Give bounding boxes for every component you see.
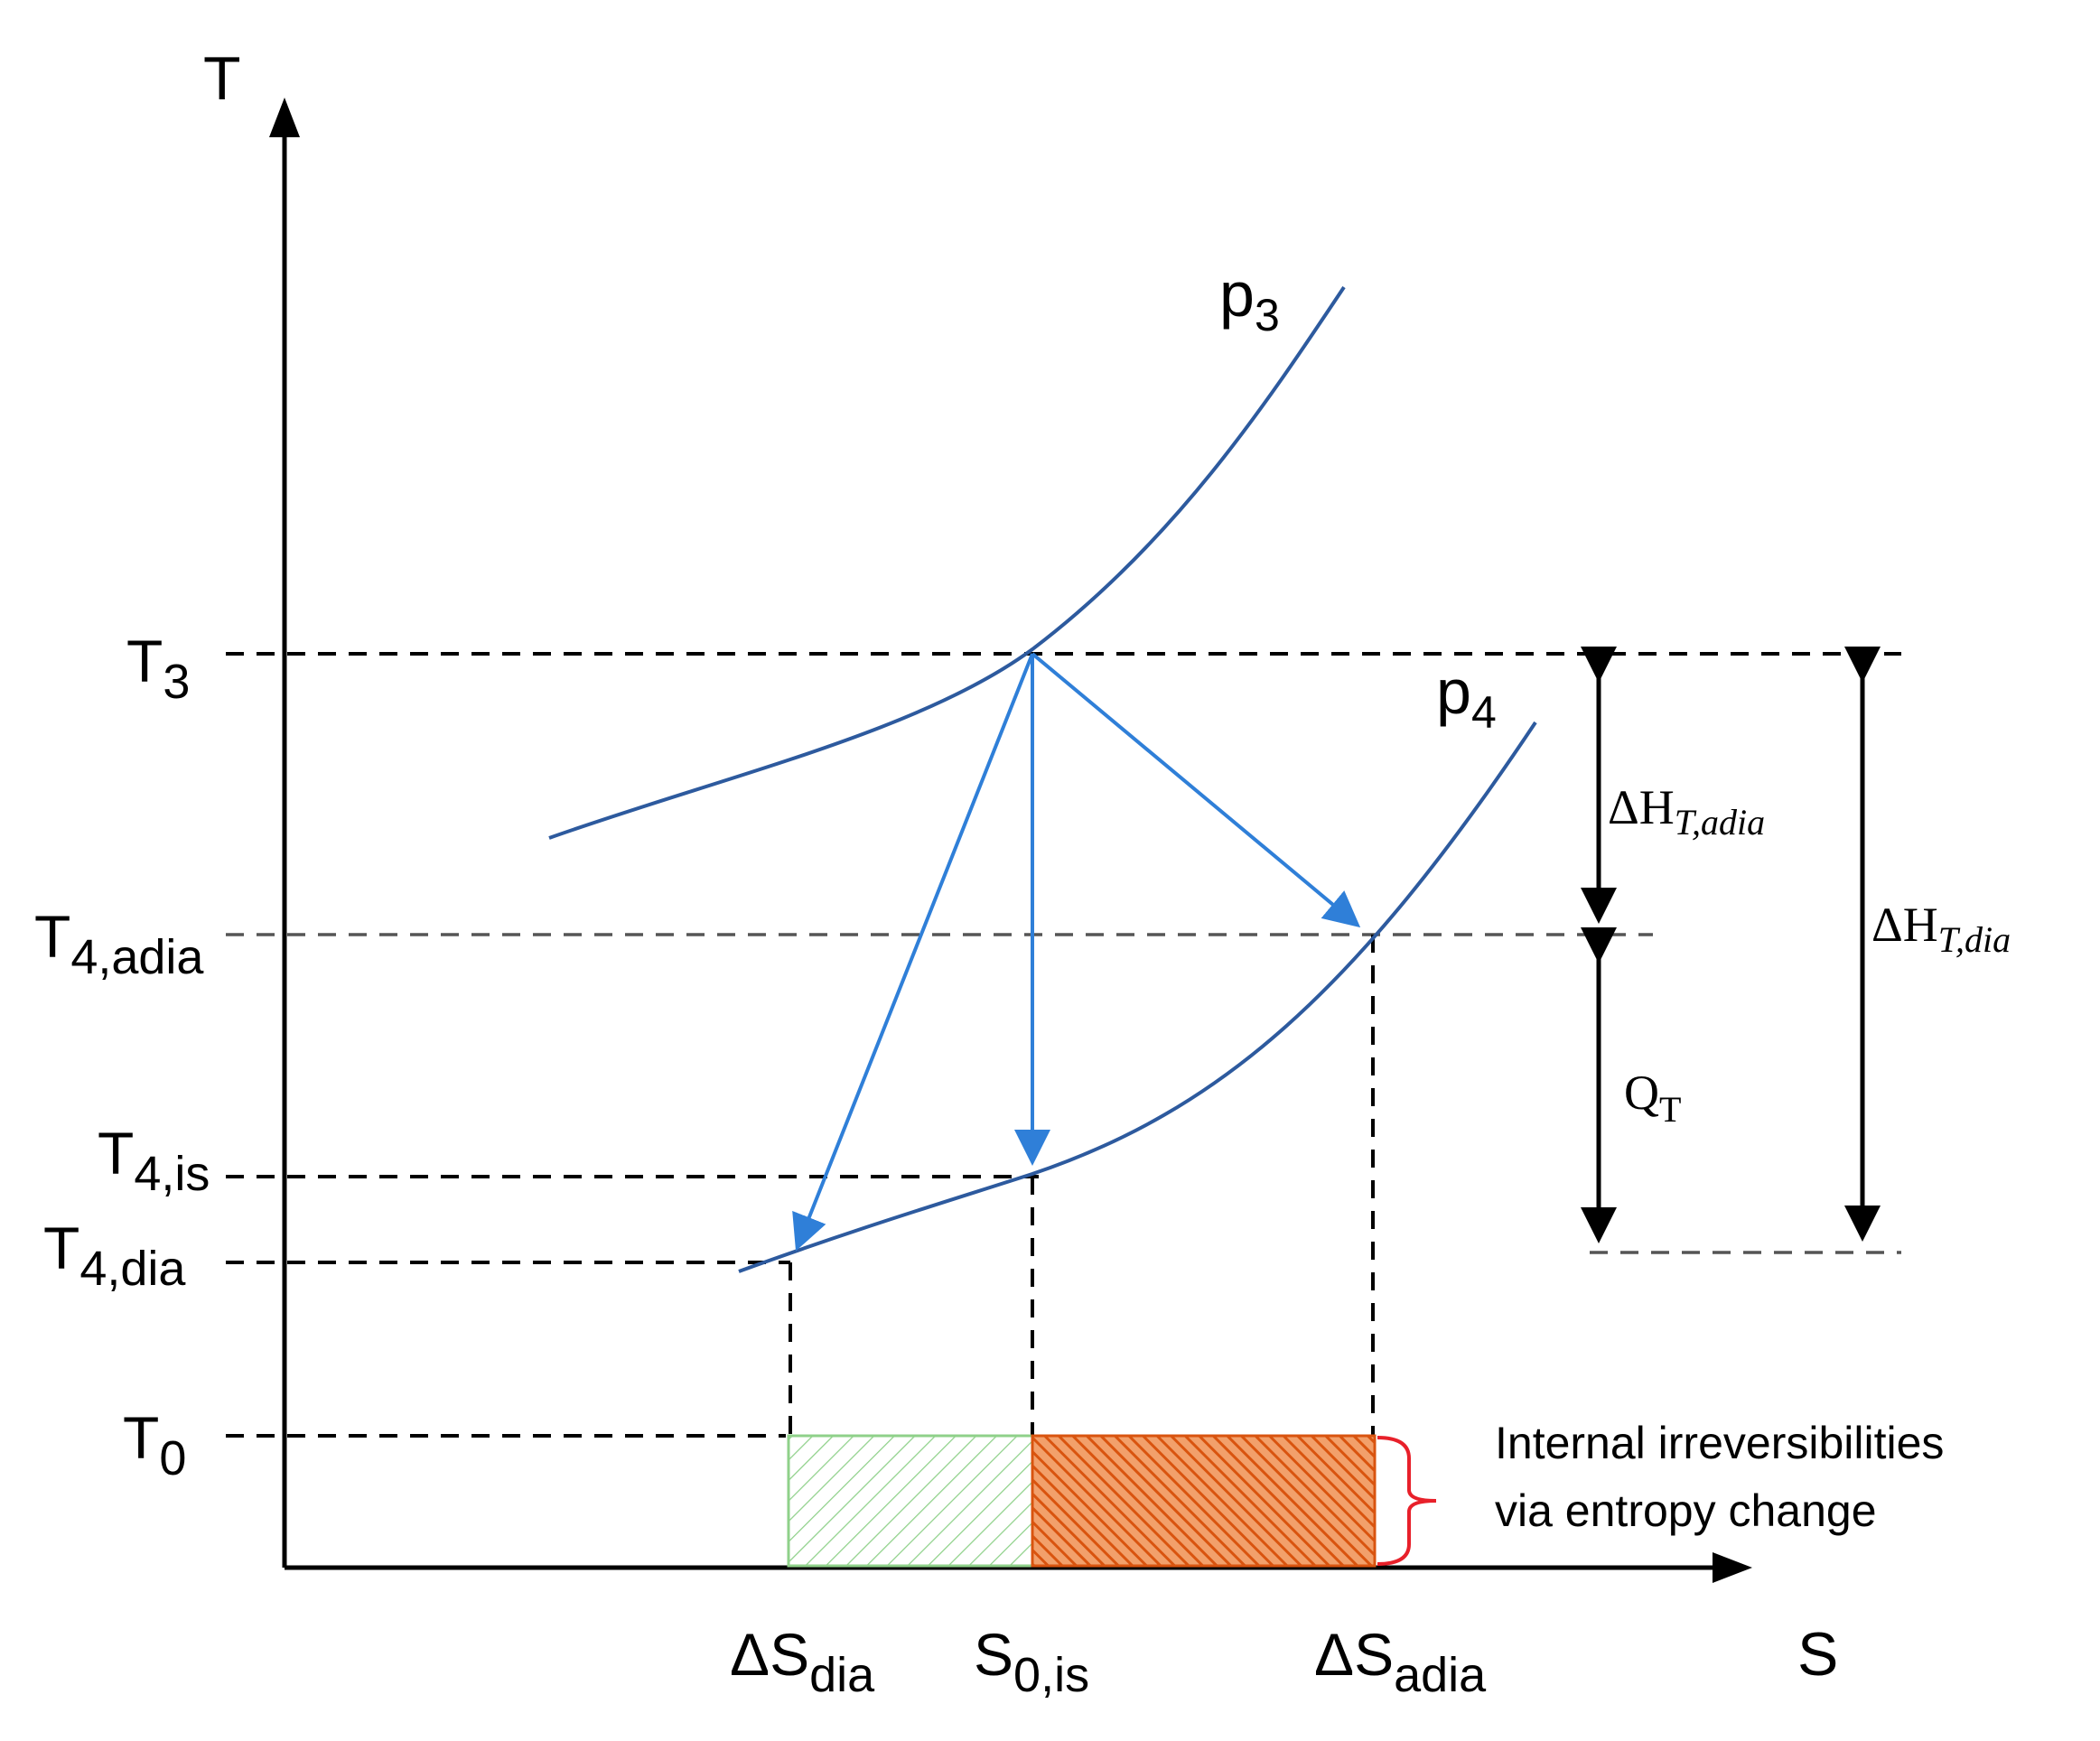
t4dia-label: T4,dia: [43, 1215, 186, 1296]
t4adia-label: T4,adia: [34, 903, 204, 984]
t4is-label: T4,is: [98, 1120, 210, 1201]
orange-hatched-area: [1031, 1434, 1377, 1568]
t-axis-label: T: [203, 44, 241, 113]
p4-label: p4: [1436, 656, 1497, 738]
dh-dia-label: ΔHT,dia: [1871, 898, 2011, 960]
q-t-label: QT: [1624, 1066, 1681, 1130]
p3-isobar-curve: [548, 285, 1346, 840]
p3-label: p3: [1219, 259, 1280, 340]
diabatic-process-arrow: [792, 653, 1034, 1252]
adiabatic-process-arrow: [1031, 652, 1361, 928]
red-brace: [1377, 1436, 1437, 1566]
s0is-label: S0,is: [974, 1621, 1089, 1702]
annotation-line-1: Internal irreversibilities: [1495, 1418, 1944, 1468]
dh-adia-label: ΔHT,adia: [1608, 780, 1765, 843]
green-hatched-area: [787, 1434, 1034, 1568]
annotation-line-2: via entropy change: [1495, 1485, 1877, 1536]
s-axis-label: S: [1797, 1620, 1838, 1689]
t0-label: T0: [123, 1404, 186, 1485]
t-axis-arrowhead: [269, 98, 300, 137]
s-axis-arrowhead: [1713, 1552, 1752, 1583]
t3-label: T3: [126, 628, 190, 709]
dsdia-label: ΔSdia: [730, 1621, 875, 1702]
dsadia-label: ΔSadia: [1314, 1621, 1487, 1702]
p4-isobar-curve: [738, 721, 1537, 1273]
